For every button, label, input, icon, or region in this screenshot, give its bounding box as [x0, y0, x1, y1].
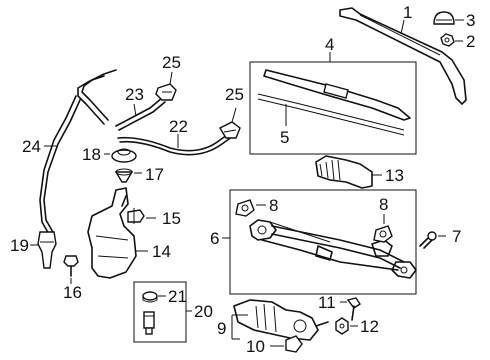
callout-1: 1	[403, 3, 412, 22]
pivot-grommet-left: 8	[235, 196, 278, 217]
pivot-grommet-right: 8	[373, 195, 393, 243]
washer-hose-22: 22	[117, 117, 237, 156]
callout-8-left: 8	[269, 196, 278, 215]
washer-hose-23: 23	[115, 85, 166, 131]
washer-nozzle-kit: 20 21	[133, 281, 213, 343]
washer-reservoir: 14	[87, 187, 171, 279]
callout-3: 3	[466, 11, 475, 30]
callout-22: 22	[169, 117, 188, 136]
motor-grommet: 10	[246, 335, 303, 356]
wiper-blade-assembly: 4 5	[249, 35, 417, 155]
wiper-arm: 1	[339, 3, 467, 105]
callout-9: 9	[217, 319, 226, 338]
callout-4: 4	[325, 35, 334, 54]
callout-6: 6	[210, 229, 219, 248]
callout-25-left: 25	[162, 53, 181, 72]
callout-2: 2	[466, 32, 475, 51]
callout-17: 17	[145, 165, 164, 184]
reservoir-bolt: 16	[63, 255, 82, 302]
callout-7: 7	[452, 227, 461, 246]
hose-clip-left: 25	[155, 53, 181, 101]
callout-18: 18	[82, 145, 101, 164]
motor-nut: 12	[335, 317, 379, 336]
wiper-linkage: 6	[210, 189, 417, 295]
motor-bolt: 11	[318, 293, 361, 321]
washer-pump: 19	[10, 231, 57, 269]
callout-16: 16	[63, 283, 82, 302]
callout-10: 10	[246, 337, 265, 356]
level-sensor: 15	[127, 208, 181, 228]
callout-24: 24	[22, 137, 41, 156]
wiper-motor: 9	[217, 299, 329, 341]
callout-20: 20	[194, 302, 213, 321]
reservoir-cap: 18	[82, 145, 137, 164]
callout-23: 23	[125, 85, 144, 104]
linkage-bolt: 7	[419, 227, 461, 249]
callout-14: 14	[152, 242, 171, 261]
callout-8-right: 8	[379, 195, 388, 214]
pivot-cover: 13	[315, 155, 404, 189]
callout-5: 5	[280, 128, 289, 147]
callout-19: 19	[10, 236, 29, 255]
reservoir-filler: 17	[114, 165, 164, 184]
callout-21: 21	[168, 287, 187, 306]
washer-hose-24: 24	[22, 69, 117, 237]
arm-nut: 2	[440, 32, 475, 51]
callout-12: 12	[360, 317, 379, 336]
callout-11: 11	[318, 293, 336, 312]
callout-13: 13	[385, 166, 404, 185]
arm-cap: 3	[433, 11, 475, 30]
callout-25-right: 25	[225, 85, 244, 104]
callout-15: 15	[162, 209, 181, 228]
hose-clip-right: 25	[219, 85, 244, 139]
